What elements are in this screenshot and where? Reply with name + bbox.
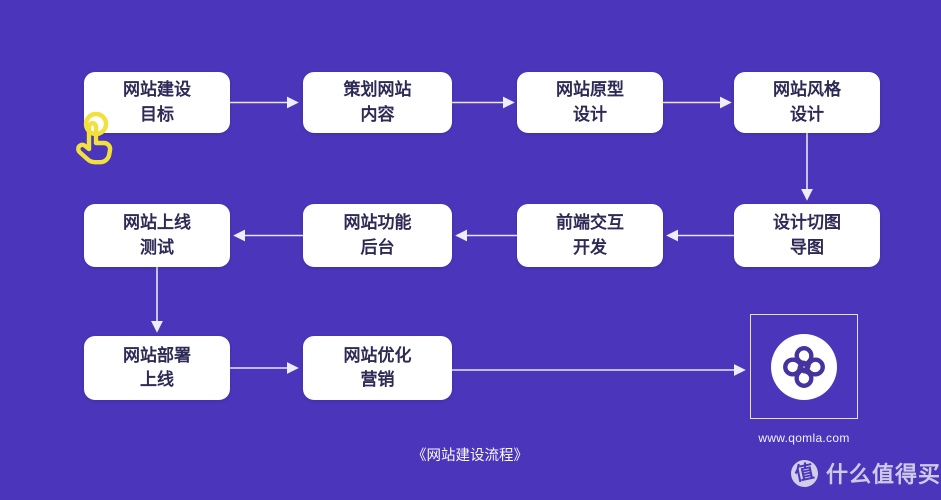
logo-circle xyxy=(771,333,837,400)
diagram-caption: 《网站建设流程》 xyxy=(412,448,528,464)
node-label: 网站建设 xyxy=(123,80,191,100)
node-label: 导图 xyxy=(790,237,824,257)
logo-url: www.qomla.com xyxy=(758,431,850,445)
node-label: 后台 xyxy=(360,237,395,257)
node-label: 网站风格 xyxy=(773,80,841,100)
tap-hand-icon xyxy=(76,111,113,165)
smzdm-value-icon: 值 xyxy=(788,456,821,490)
node-label: 前端交互 xyxy=(556,213,624,233)
node-label: 内容 xyxy=(360,104,395,124)
node-label: 目标 xyxy=(140,104,174,124)
flow-node-style-design: 网站风格 设计 xyxy=(734,72,880,133)
node-label: 设计切图 xyxy=(773,213,841,233)
flow-node-content-planning: 策划网站 内容 xyxy=(303,72,452,133)
flow-node-optimization-marketing: 网站优化 营销 xyxy=(303,336,452,400)
flow-node-launch-testing: 网站上线 测试 xyxy=(84,204,230,267)
smzdm-watermark: 值 什么值得买 xyxy=(788,456,941,490)
node-label: 开发 xyxy=(573,237,607,257)
flow-node-goal: 网站建设 目标 xyxy=(84,72,230,133)
flow-node-deployment: 网站部署 上线 xyxy=(84,336,230,400)
qomla-swirl-icon xyxy=(783,345,825,388)
node-label: 网站部署 xyxy=(123,345,191,365)
logo-box xyxy=(750,314,858,419)
watermark-label: 什么值得买 xyxy=(826,462,941,487)
node-label: 测试 xyxy=(140,237,174,257)
node-label: 网站优化 xyxy=(343,345,412,365)
node-label: 上线 xyxy=(140,370,174,389)
flow-node-design-slicing: 设计切图 导图 xyxy=(734,204,880,267)
flow-node-backend-functions: 网站功能 后台 xyxy=(303,204,452,267)
node-label: 网站上线 xyxy=(123,213,191,233)
node-label: 营销 xyxy=(360,370,395,389)
node-label: 网站功能 xyxy=(343,213,412,233)
node-label: 设计 xyxy=(573,104,607,124)
flow-node-frontend-dev: 前端交互 开发 xyxy=(517,204,663,267)
node-label: 策划网站 xyxy=(343,80,412,100)
node-label: 网站原型 xyxy=(556,80,624,100)
flow-node-prototype-design: 网站原型 设计 xyxy=(517,72,663,133)
node-label: 设计 xyxy=(790,104,824,124)
